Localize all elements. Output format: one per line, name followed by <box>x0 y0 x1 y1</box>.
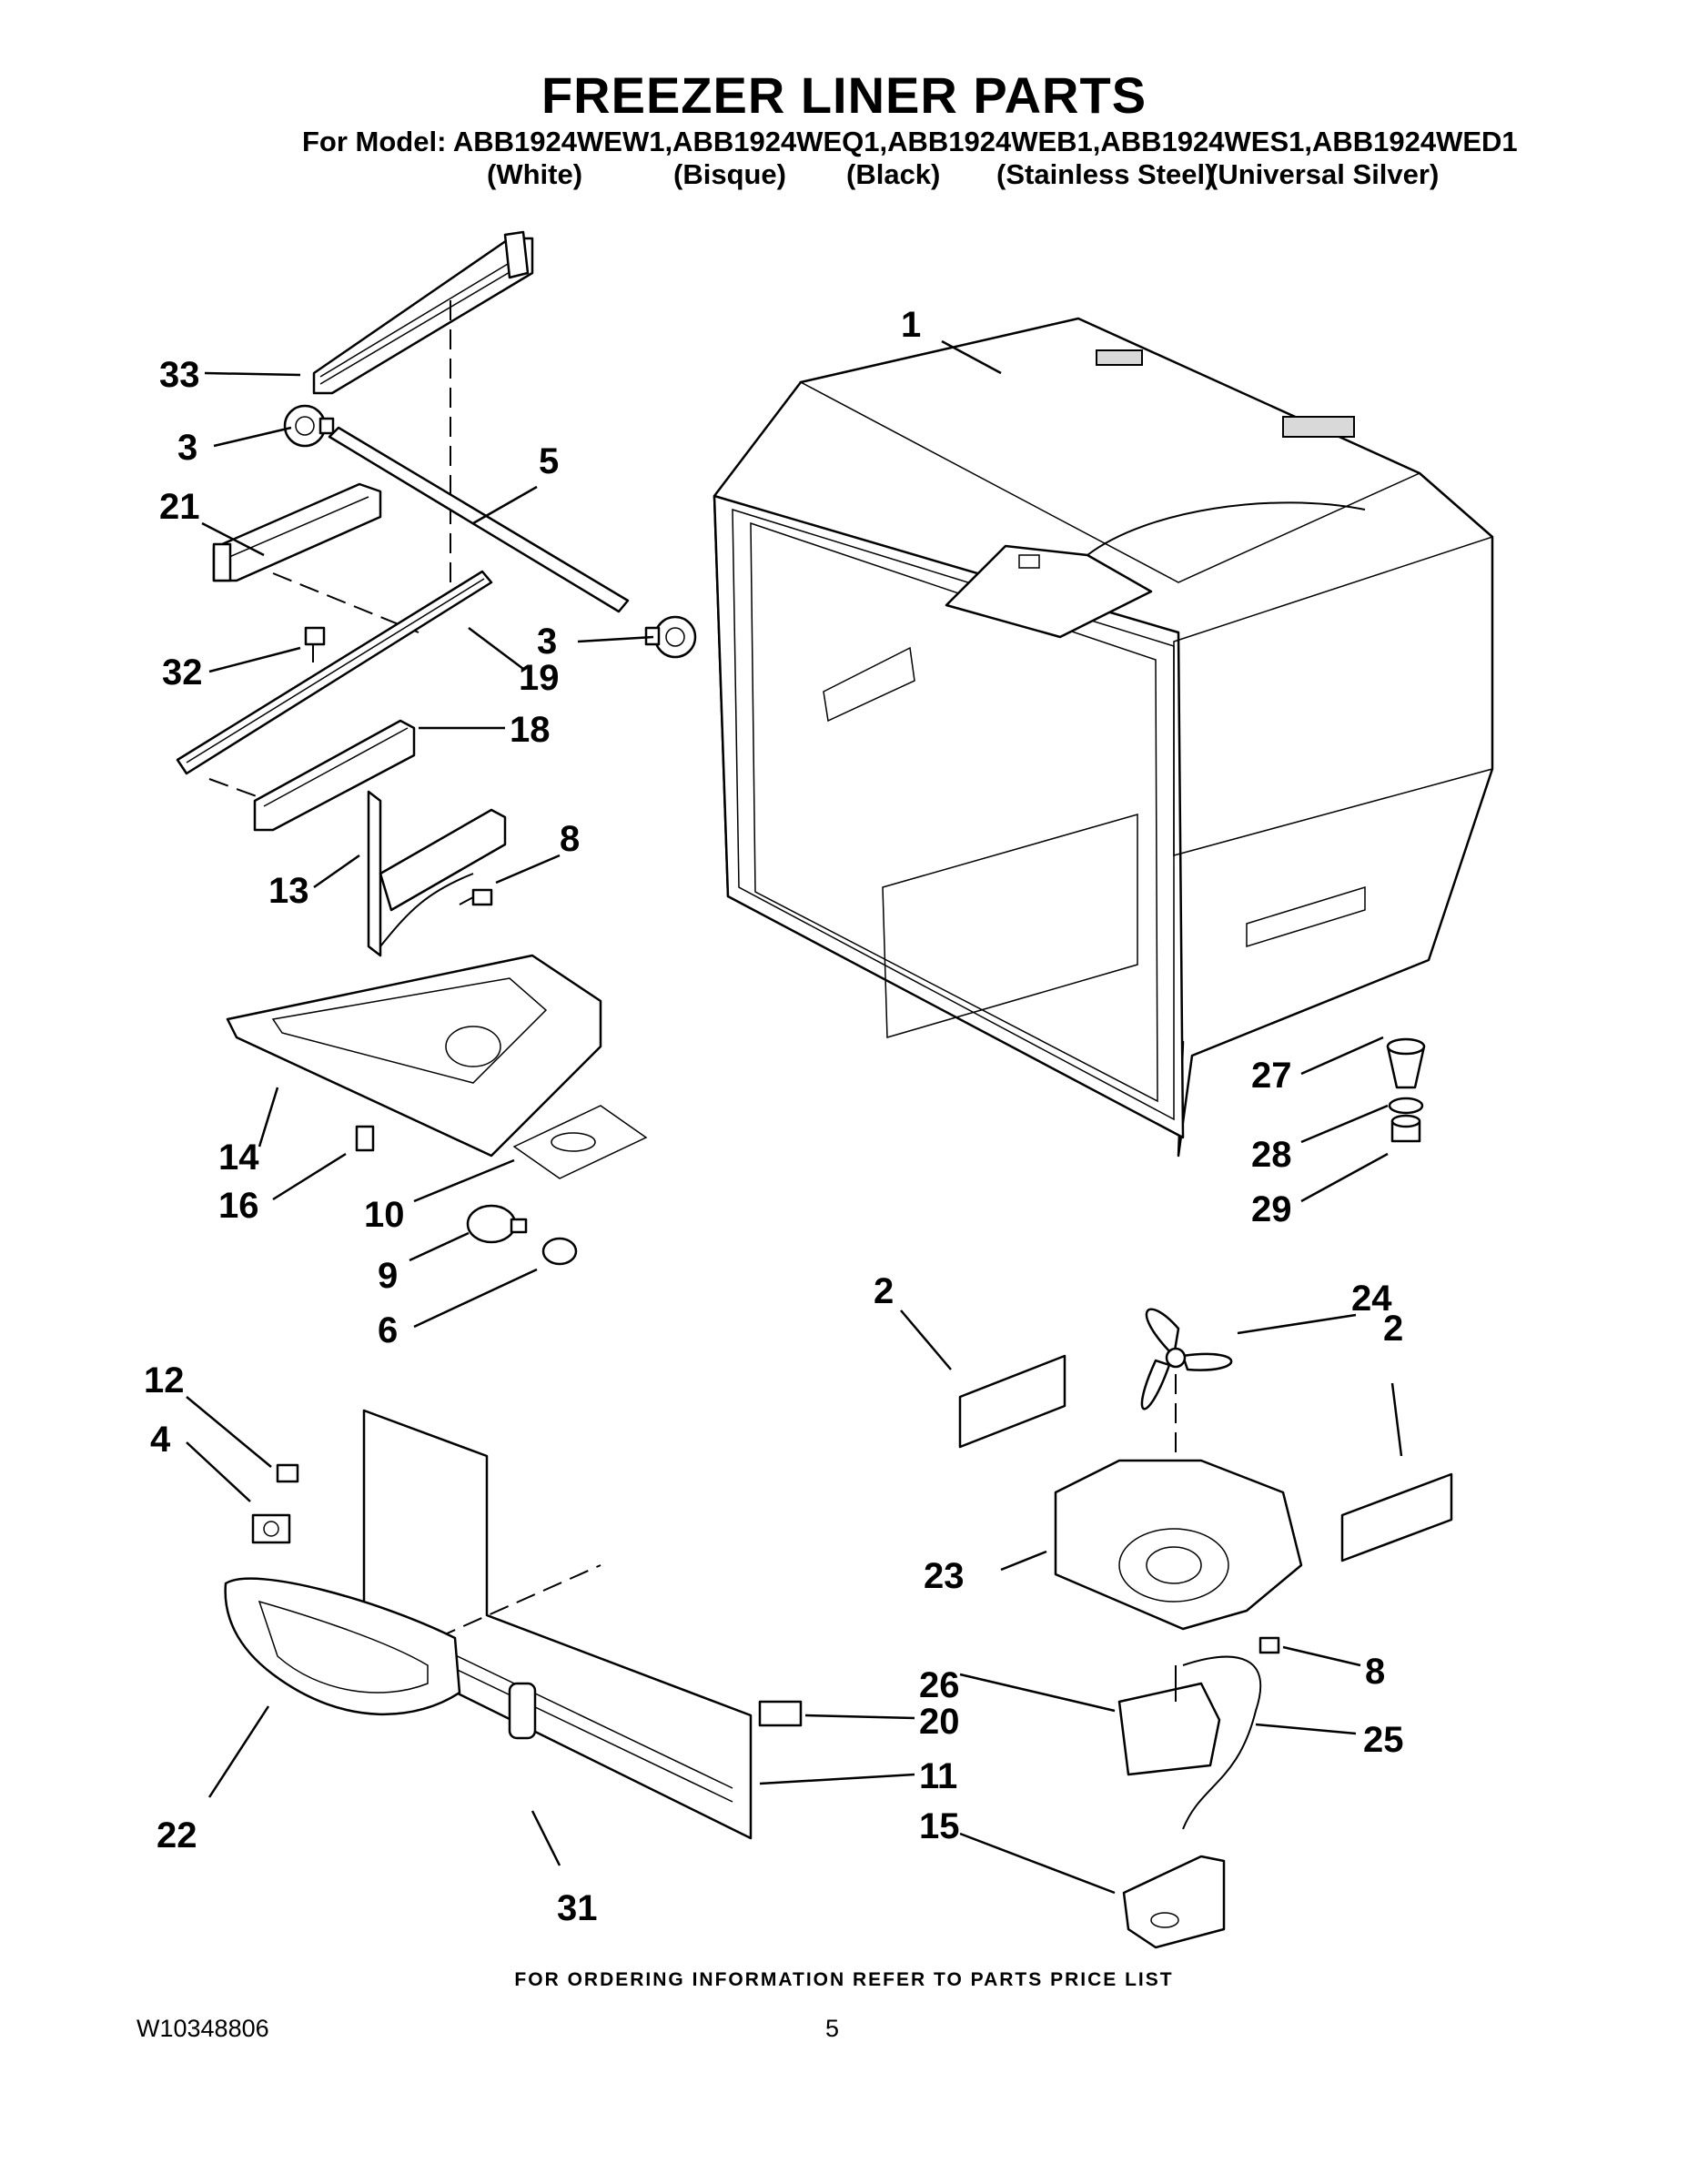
part-10-pad <box>512 1105 648 1179</box>
part-20-strip <box>758 1700 803 1727</box>
part-1-freezer-liner <box>713 317 1494 1158</box>
part-31-clip <box>508 1682 537 1740</box>
color-label-bisque: (Bisque) <box>673 158 786 190</box>
part-23-fan-housing <box>1054 1459 1303 1631</box>
part-2-pad-left <box>958 1354 1066 1449</box>
callout-33: 33 <box>159 355 200 395</box>
callout-29: 29 <box>1251 1189 1292 1229</box>
callout-2-right: 2 <box>1383 1309 1403 1349</box>
part-4-bracket <box>251 1513 291 1544</box>
ordering-note: FOR ORDERING INFORMATION REFER TO PARTS … <box>514 1969 1174 1990</box>
callout-1: 1 <box>901 305 921 345</box>
callout-28: 28 <box>1251 1135 1292 1175</box>
part-16-connector <box>355 1125 375 1152</box>
guide-line <box>272 572 419 633</box>
part-15-bracket <box>1122 1855 1226 1949</box>
model-line: For Model: ABB1924WEW1,ABB1924WEQ1,ABB19… <box>302 126 1518 157</box>
guide-line <box>208 778 265 800</box>
callout-22: 22 <box>157 1815 197 1855</box>
part-6-socket <box>541 1237 578 1266</box>
part-8-screw-lower <box>1258 1636 1280 1654</box>
callout-8-lower: 8 <box>1365 1652 1385 1692</box>
part-25-harness <box>1182 1655 1262 1830</box>
callout-32: 32 <box>162 652 203 693</box>
callout-20: 20 <box>919 1702 960 1742</box>
callout-numbers: 1 2 2 3 3 4 5 6 8 8 9 10 11 12 13 14 15 … <box>144 305 1404 1928</box>
color-label-stainless-steel: (Stainless Steel) <box>996 158 1215 190</box>
part-12-screw <box>276 1463 299 1483</box>
callout-23: 23 <box>924 1556 965 1596</box>
part-27-cup <box>1386 1037 1426 1089</box>
part-9-bulb <box>466 1204 528 1244</box>
callout-16: 16 <box>218 1186 259 1226</box>
part-32-screw <box>304 626 326 662</box>
part-3-gear-right <box>644 615 697 659</box>
page-title: FREEZER LINER PARTS <box>541 66 1147 124</box>
part-13-bracket <box>367 790 507 957</box>
callout-12: 12 <box>144 1360 185 1400</box>
part-19-slide-rail <box>176 570 493 775</box>
callout-13: 13 <box>268 871 309 911</box>
part-28-ring <box>1388 1097 1424 1115</box>
part-33-rail <box>312 230 534 395</box>
callout-18: 18 <box>510 710 551 750</box>
part-2-pad-right <box>1340 1472 1453 1562</box>
callout-6: 6 <box>378 1310 398 1350</box>
callout-3-left: 3 <box>177 428 197 468</box>
callout-25: 25 <box>1363 1720 1404 1760</box>
callout-3-right: 3 <box>537 622 557 662</box>
part-3-gear-left <box>283 404 335 448</box>
callout-19: 19 <box>519 658 560 698</box>
part-29-grommet <box>1390 1114 1421 1143</box>
leader-lines <box>186 339 1403 1895</box>
callout-27: 27 <box>1251 1056 1292 1096</box>
callout-31: 31 <box>557 1888 598 1928</box>
callout-15: 15 <box>919 1806 960 1846</box>
callout-8-upper: 8 <box>560 819 580 859</box>
callout-24: 24 <box>1351 1279 1392 1319</box>
callout-14: 14 <box>218 1138 259 1178</box>
callout-2-left: 2 <box>874 1271 894 1311</box>
callout-4: 4 <box>150 1420 171 1460</box>
part-22-grille <box>224 1577 461 1715</box>
callout-9: 9 <box>378 1256 398 1296</box>
document-number: W10348806 <box>136 2015 269 2042</box>
part-24-fan-blade <box>1140 1308 1233 1410</box>
part-14-tray <box>226 954 602 1158</box>
callout-11: 11 <box>919 1756 957 1796</box>
part-21-bracket <box>212 482 382 582</box>
part-26-motor <box>1117 1665 1221 1776</box>
callout-5: 5 <box>539 441 559 481</box>
page-number: 5 <box>825 2015 840 2042</box>
callout-26: 26 <box>919 1665 960 1705</box>
part-18-rail <box>253 719 416 832</box>
part-8-screw-upper <box>459 888 493 906</box>
guide-line <box>436 1564 601 1639</box>
callout-21: 21 <box>159 487 200 527</box>
color-label-universal-silver: (Universal Silver) <box>1208 158 1440 190</box>
callout-10: 10 <box>364 1195 405 1235</box>
color-label-black: (Black) <box>846 158 941 190</box>
color-label-white: (White) <box>487 158 583 190</box>
